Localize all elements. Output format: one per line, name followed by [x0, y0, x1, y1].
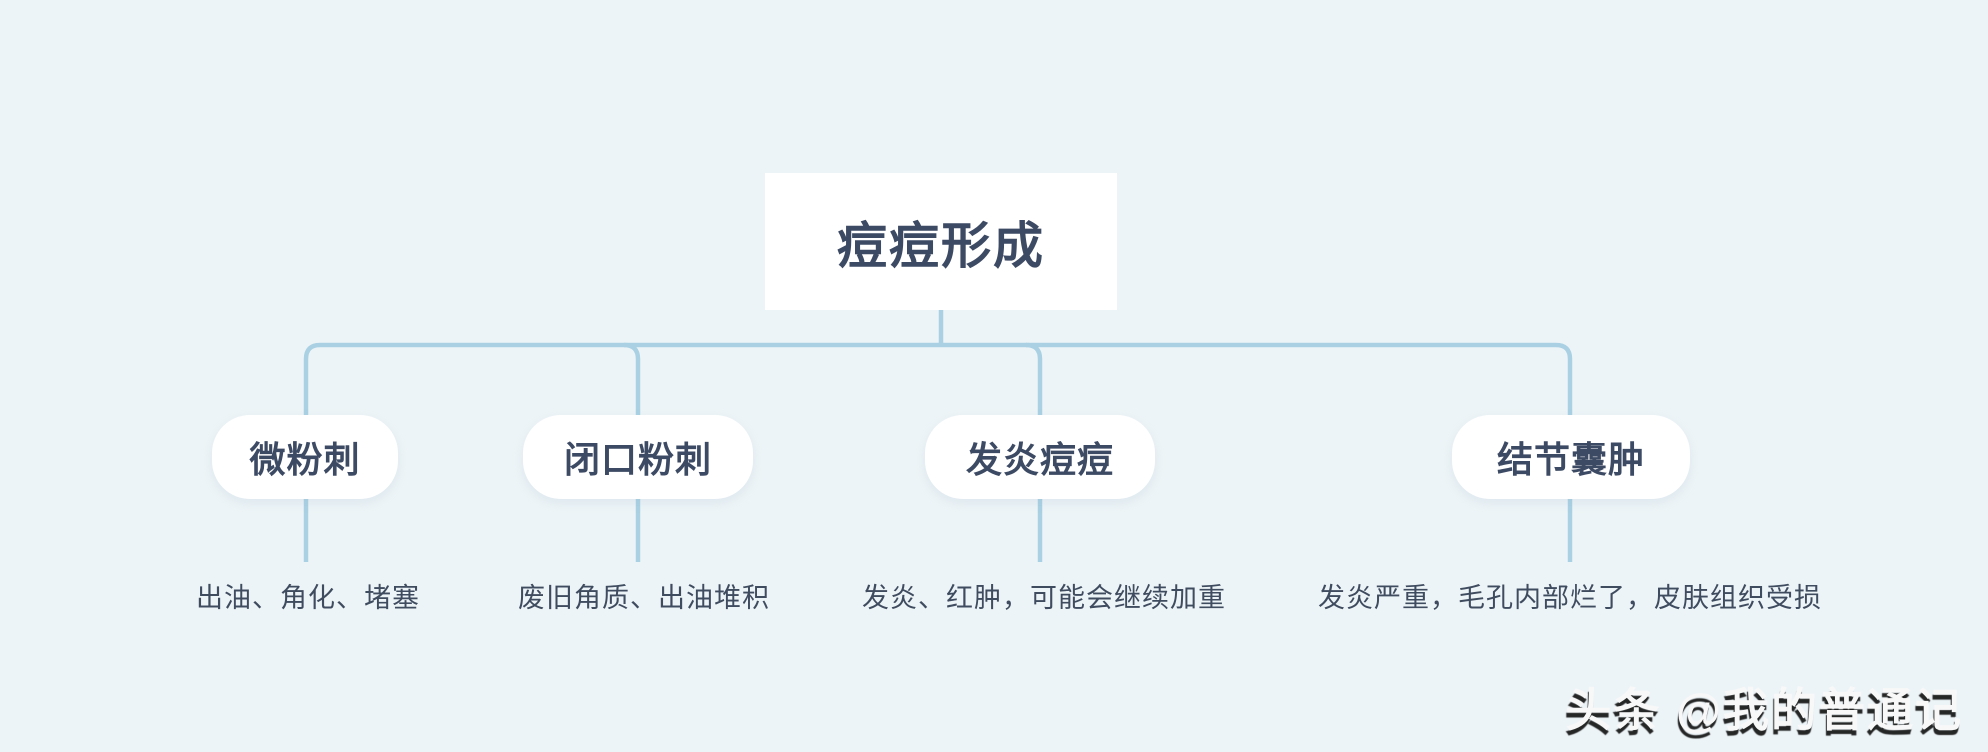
branch-description-inflamed-pimple: 发炎、红肿，可能会继续加重 — [862, 583, 1226, 613]
branch-node-label: 结节囊肿 — [1496, 439, 1645, 480]
connector-bus — [303, 342, 1573, 562]
branch-description-closed-comedone: 废旧角质、出油堆积 — [518, 583, 770, 613]
branch-description-micro-comedone: 出油、角化、堵塞 — [196, 583, 420, 613]
branch-node-label: 微粉刺 — [249, 439, 361, 480]
branch-node-nodular-cyst: 结节囊肿 — [1452, 415, 1690, 499]
branch-node-inflamed-pimple: 发炎痘痘 — [925, 415, 1155, 499]
branch-node-label: 发炎痘痘 — [965, 439, 1114, 480]
toutiao-watermark: 头条 @我的普通记 — [1565, 684, 1963, 736]
branch-node-closed-comedone: 闭口粉刺 — [523, 415, 753, 499]
branch-node-label: 闭口粉刺 — [563, 439, 712, 480]
connector-branch-2 — [623, 342, 641, 562]
branch-node-micro-comedone: 微粉刺 — [212, 415, 398, 499]
branch-description-nodular-cyst: 发炎严重，毛孔内部烂了，皮肤组织受损 — [1318, 583, 1822, 613]
root-node-acne-formation: 痘痘形成 — [765, 173, 1117, 310]
connector-branch-3 — [1025, 342, 1043, 562]
root-node-label: 痘痘形成 — [837, 217, 1045, 274]
